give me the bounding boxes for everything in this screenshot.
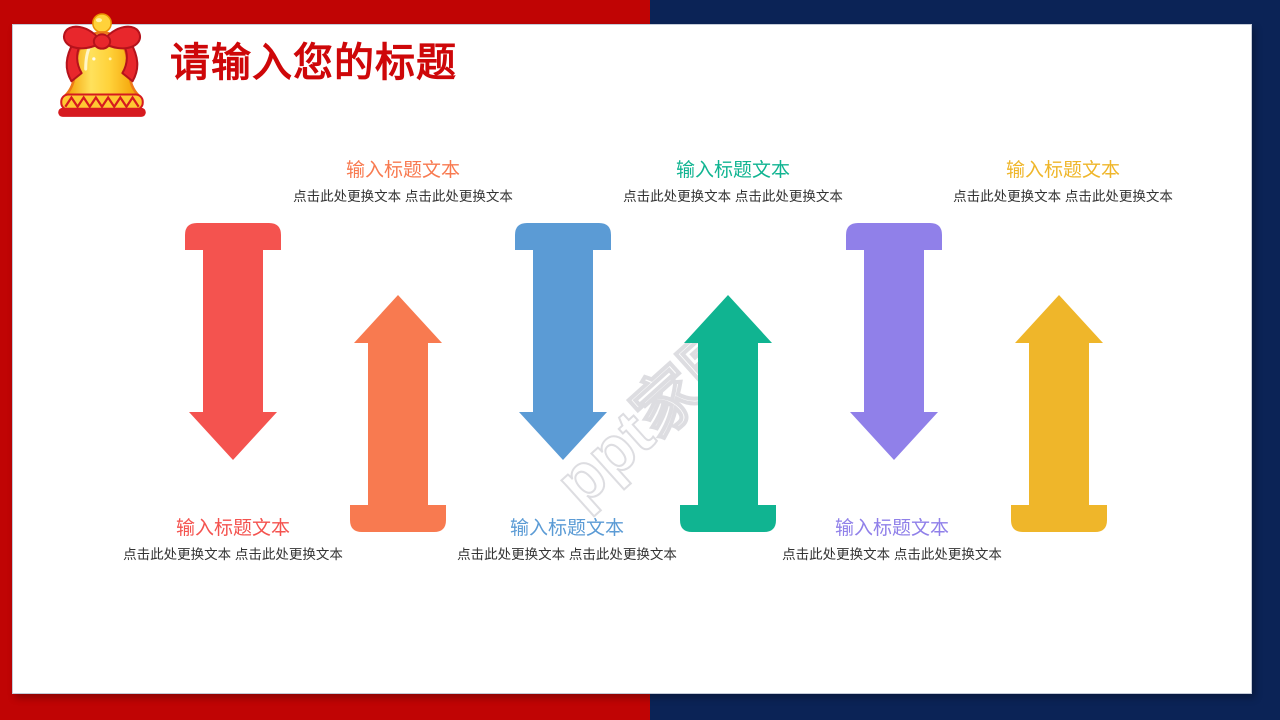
arrow-path (185, 223, 281, 460)
arrow-down-5[interactable] (846, 223, 942, 460)
arrow-up-2[interactable] (350, 295, 446, 532)
item-subtitle[interactable]: 点击此处更换文本 点击此处更换文本 (293, 189, 513, 204)
arrow-down-3[interactable] (515, 223, 611, 460)
item-title[interactable]: 输入标题文本 (834, 518, 949, 539)
item-label: 输入标题文本 点击此处更换文本 点击此处更换文本 (913, 160, 1213, 204)
item-title[interactable]: 输入标题文本 (175, 518, 290, 539)
item-label: 输入标题文本 点击此处更换文本 点击此处更换文本 (253, 160, 553, 204)
bell-with-red-bow-icon (58, 13, 146, 117)
arrow-path (350, 295, 446, 532)
arrow-path (515, 223, 611, 460)
item-title[interactable]: 输入标题文本 (345, 160, 460, 181)
item-title[interactable]: 输入标题文本 (1005, 160, 1120, 181)
item-subtitle[interactable]: 点击此处更换文本 点击此处更换文本 (457, 547, 677, 562)
arrow-up-4[interactable] (680, 295, 776, 532)
item-label: 输入标题文本 点击此处更换文本 点击此处更换文本 (742, 518, 1042, 562)
arrow-path (680, 295, 776, 532)
arrow-path (1011, 295, 1107, 532)
item-subtitle[interactable]: 点击此处更换文本 点击此处更换文本 (953, 189, 1173, 204)
item-subtitle[interactable]: 点击此处更换文本 点击此处更换文本 (123, 547, 343, 562)
arrow-path (846, 223, 942, 460)
item-subtitle[interactable]: 点击此处更换文本 点击此处更换文本 (623, 189, 843, 204)
item-title[interactable]: 输入标题文本 (509, 518, 624, 539)
arrow-up-6[interactable] (1011, 295, 1107, 532)
item-label: 输入标题文本 点击此处更换文本 点击此处更换文本 (417, 518, 717, 562)
item-subtitle[interactable]: 点击此处更换文本 点击此处更换文本 (782, 547, 1002, 562)
item-title[interactable]: 输入标题文本 (675, 160, 790, 181)
item-label: 输入标题文本 点击此处更换文本 点击此处更换文本 (83, 518, 383, 562)
item-label: 输入标题文本 点击此处更换文本 点击此处更换文本 (583, 160, 883, 204)
arrow-down-1[interactable] (185, 223, 281, 460)
page-title[interactable]: 请输入您的标题 (170, 41, 457, 85)
